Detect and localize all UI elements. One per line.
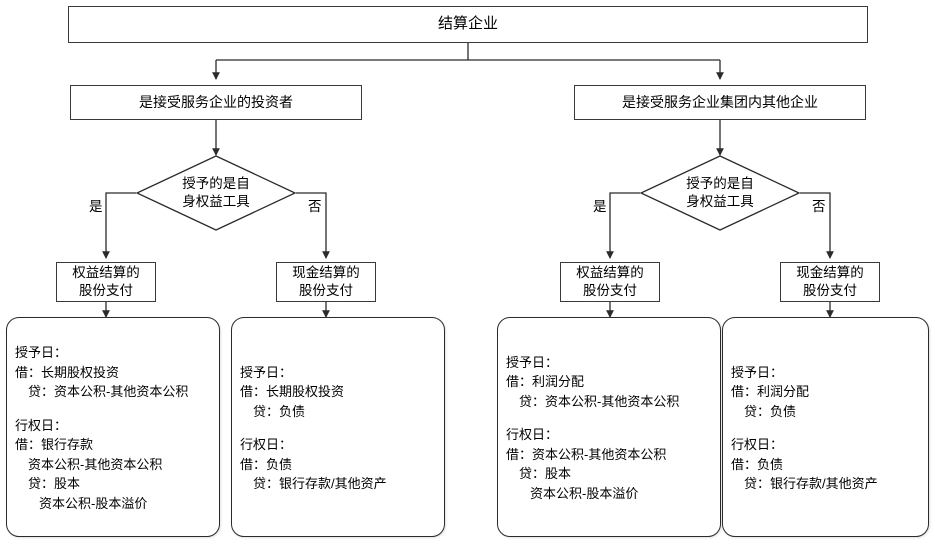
process-label-line1: 权益结算的 (576, 264, 644, 280)
process-label-line1: 现金结算的 (796, 264, 864, 280)
exercise-credit-line-2: 资本公积-股本溢价 (530, 485, 639, 501)
decision-label-line2: 身权益工具 (182, 194, 250, 209)
exercise-credit-line: 贷：银行存款/其他资产 (744, 476, 878, 491)
diamond-shape (639, 155, 801, 231)
grant-credit-line: 贷：资本公积-其他资本公积 (519, 393, 680, 409)
exercise-debit-line-2: 资本公积-其他资本公积 (28, 456, 163, 472)
exercise-date-header: 行权日： (240, 437, 293, 452)
edge-label-text: 是 (89, 199, 103, 214)
process-label-line1: 权益结算的 (72, 264, 140, 280)
edge-label-text: 是 (593, 199, 607, 214)
grant-date-header: 授予日： (731, 364, 784, 380)
node-title-label: 结算企业 (437, 15, 498, 33)
node-equity-settled-payment-2[interactable]: 权益结算的 股份支付 (560, 262, 660, 302)
exercise-date-header: 行权日： (15, 417, 68, 433)
edge-label-text: 否 (812, 199, 826, 214)
decision-label-line1: 授予的是自 (686, 176, 754, 192)
decision-label-line2: 身权益工具 (686, 194, 754, 209)
decision-label: 授予的是自 身权益工具 (640, 155, 800, 231)
exercise-credit-line: 贷：银行存款/其他资产 (253, 476, 387, 491)
exercise-debit-line: 借：银行存款 (15, 437, 94, 452)
detail-box-entries-1[interactable]: 授予日： 借：长期股权投资 贷：资本公积-其他资本公积 行权日： 借：银行存款 … (6, 317, 220, 537)
decision-label-line1: 授予的是自 (182, 176, 250, 192)
node-equity-settled-payment-1[interactable]: 权益结算的 股份支付 (56, 262, 156, 302)
process-label-line1: 现金结算的 (292, 264, 360, 280)
grant-credit-line: 贷：资本公积-其他资本公积 (28, 384, 189, 399)
grant-debit-line: 借：利润分配 (506, 374, 585, 390)
exercise-credit-line-2: 资本公积-股本溢价 (39, 495, 148, 511)
process-label-line2: 股份支付 (79, 283, 133, 298)
grant-date-header: 授予日： (15, 345, 68, 360)
diamond-shape (135, 155, 297, 231)
node-level2-label: 是接受服务企业的投资者 (139, 94, 293, 111)
node-cash-settled-payment-1[interactable]: 现金结算的 股份支付 (276, 262, 376, 302)
entry-spacer (240, 421, 436, 435)
node-investor-of-service-entity[interactable]: 是接受服务企业的投资者 (70, 85, 362, 120)
node-settlement-enterprise[interactable]: 结算企业 (68, 6, 868, 43)
node-cash-settled-payment-2[interactable]: 现金结算的 股份支付 (780, 262, 880, 302)
grant-credit-line: 贷：负债 (744, 403, 797, 419)
detail-box-entries-4[interactable]: 授予日： 借：利润分配 贷：负债 行权日： 借：负债 贷：银行存款/其他资产 (722, 317, 929, 537)
entry-spacer (731, 421, 920, 435)
exercise-credit-line: 贷：股本 (519, 466, 572, 482)
exercise-date-header: 行权日： (506, 427, 559, 443)
grant-debit-line: 借：长期股权投资 (15, 364, 120, 380)
node-other-group-entity[interactable]: 是接受服务企业集团内其他企业 (574, 85, 866, 120)
wire-diamond1-yes (102, 192, 136, 260)
entry-spacer (506, 411, 712, 425)
grant-date-header: 授予日： (506, 354, 559, 370)
decision-label: 授予的是自 身权益工具 (136, 155, 296, 231)
grant-date-header: 授予日： (240, 364, 293, 380)
detail-box-entries-3[interactable]: 授予日： 借：利润分配 贷：资本公积-其他资本公积 行权日： 借：资本公积-其他… (497, 317, 721, 537)
exercise-date-header: 行权日： (731, 437, 784, 452)
detail-box-entries-2[interactable]: 授予日： 借：长期股权投资 贷：负债 行权日： 借：负债 贷：银行存款/其他资产 (231, 317, 445, 537)
grant-debit-line: 借：利润分配 (731, 384, 810, 399)
process-label-line2: 股份支付 (299, 283, 353, 298)
edge-label-no-left: 否 (308, 200, 322, 214)
exercise-debit-line: 借：负债 (731, 456, 784, 472)
grant-credit-line: 贷：负债 (253, 403, 306, 419)
node-level2-label: 是接受服务企业集团内其他企业 (622, 94, 818, 111)
wire-diamond2-yes (606, 192, 640, 260)
edge-label-yes-left: 是 (89, 200, 103, 214)
edge-label-text: 否 (308, 199, 322, 214)
decision-own-equity-instrument-right[interactable]: 授予的是自 身权益工具 (639, 155, 801, 231)
exercise-credit-line: 贷：股本 (28, 476, 81, 491)
exercise-debit-line: 借：负债 (240, 456, 293, 472)
process-label-line2: 股份支付 (583, 283, 637, 298)
decision-own-equity-instrument-left[interactable]: 授予的是自 身权益工具 (135, 155, 297, 231)
entry-spacer (15, 402, 211, 416)
grant-debit-line: 借：长期股权投资 (240, 384, 345, 399)
process-label-line2: 股份支付 (803, 283, 857, 298)
exercise-debit-line: 借：资本公积-其他资本公积 (506, 446, 667, 462)
edge-label-yes-right: 是 (593, 200, 607, 214)
edge-label-no-right: 否 (812, 200, 826, 214)
